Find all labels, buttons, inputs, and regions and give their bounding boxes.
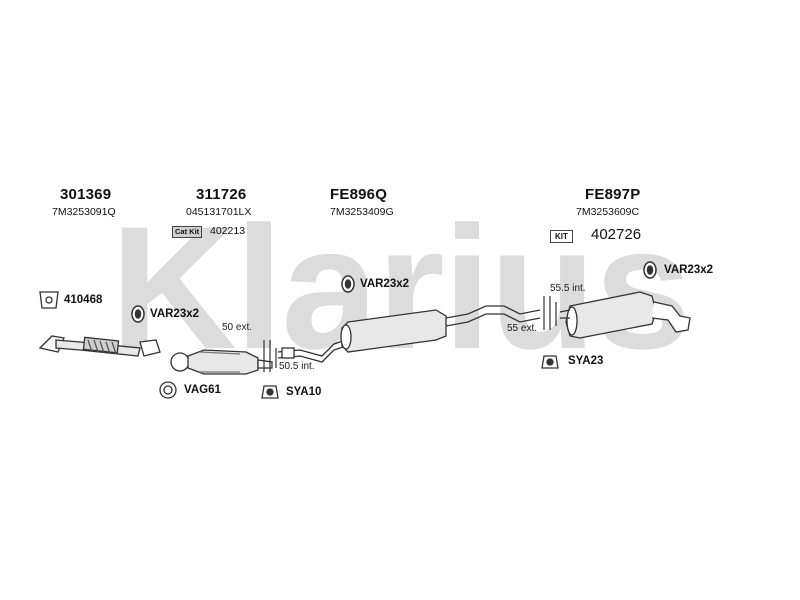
middle-pipe — [277, 339, 347, 363]
part-ref-301369: 7M3253091Q — [52, 206, 116, 218]
vag61-label: VAG61 — [184, 384, 221, 396]
var-center-label: VAR23x2 — [360, 278, 410, 290]
rear-silencer — [559, 291, 691, 339]
cat-kit-code: 402213 — [210, 225, 246, 237]
cat-kit-badge: Cat Kit — [172, 226, 203, 238]
part-number-fe897p: FE897P — [585, 186, 641, 203]
gasket-410468-label: 410468 — [64, 294, 103, 306]
part-ref-311726: 045131701LX — [186, 206, 252, 218]
var-left-label: VAR23x2 — [150, 308, 200, 320]
vag61-ring-icon — [159, 381, 177, 399]
kit-code: 402726 — [591, 226, 642, 243]
sya23-label: SYA23 — [568, 355, 604, 367]
rear-pipe — [445, 305, 541, 327]
dimension-50-5-int: 50.5 int. — [279, 361, 315, 372]
dimension-55-5-int: 55.5 int. — [550, 283, 586, 294]
middle-silencer — [340, 309, 447, 353]
clamp-marker-1 — [263, 340, 277, 372]
part-ref-fe897p: 7M3253609C — [576, 206, 640, 218]
var-right-label: VAR23x2 — [664, 264, 714, 276]
dimension-55-ext: 55 ext. — [507, 323, 538, 334]
sya10-mount-icon — [261, 385, 279, 399]
part-ref-fe896q: 7M3253409G — [330, 206, 394, 218]
sya10-label: SYA10 — [286, 386, 322, 398]
part-number-301369: 301369 — [60, 186, 112, 203]
hanger-icon-center — [341, 275, 355, 293]
gasket-icon — [39, 291, 59, 309]
hanger-icon-left — [131, 305, 145, 323]
catalytic-converter — [170, 349, 273, 375]
part-number-311726: 311726 — [196, 186, 247, 203]
front-pipe — [38, 335, 161, 357]
kit-badge: KIT — [550, 230, 573, 243]
sya23-mount-icon — [541, 355, 559, 369]
clamp-marker-2 — [543, 296, 557, 330]
dimension-50-ext: 50 ext. — [222, 322, 253, 333]
part-number-fe896q: FE896Q — [330, 186, 388, 203]
hanger-icon-right — [643, 261, 657, 279]
